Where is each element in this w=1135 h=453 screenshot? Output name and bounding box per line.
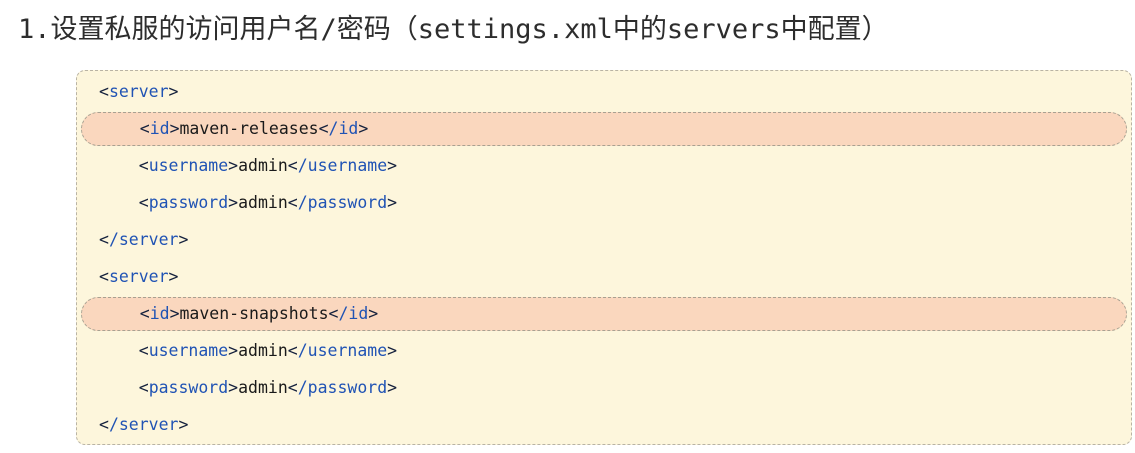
xml-bracket: < (138, 378, 149, 397)
code-line: <username>admin</username> (77, 147, 1131, 184)
xml-bracket: > (168, 267, 179, 286)
xml-tag-name: password (148, 378, 229, 397)
code-indent (99, 156, 139, 175)
xml-bracket: < (138, 341, 149, 360)
xml-bracket: > (387, 156, 398, 175)
xml-tag-name: /id (328, 119, 359, 138)
xml-tag-name: id (149, 119, 170, 138)
xml-bracket: < (287, 193, 298, 212)
xml-bracket: > (368, 304, 379, 323)
code-line: <server> (77, 258, 1131, 295)
xml-tag-name: server (108, 267, 169, 286)
xml-tag-name: server (108, 82, 169, 101)
code-line: <username>admin</username> (77, 332, 1131, 369)
xml-text: maven-snapshots (179, 304, 329, 323)
highlighted-code-line: <id>maven-releases</id> (81, 111, 1127, 146)
xml-bracket: < (138, 193, 149, 212)
xml-code-block: <server> <id>maven-releases</id> <userna… (76, 70, 1132, 445)
xml-tag-name: /username (297, 341, 388, 360)
xml-bracket: < (99, 267, 109, 286)
xml-tag-name: id (149, 304, 170, 323)
xml-bracket: > (358, 119, 369, 138)
xml-bracket: < (287, 378, 298, 397)
xml-bracket: < (99, 230, 109, 249)
xml-bracket: > (387, 341, 398, 360)
xml-bracket: > (387, 193, 398, 212)
xml-tag-name: /server (108, 230, 179, 249)
code-indent (99, 193, 139, 212)
xml-bracket: > (169, 119, 180, 138)
xml-tag-name: username (148, 156, 229, 175)
xml-text: admin (238, 193, 288, 212)
code-line: </server> (77, 221, 1131, 258)
code-line: <password>admin</password> (77, 184, 1131, 221)
code-line: <password>admin</password> (77, 369, 1131, 406)
code-line: <server> (77, 73, 1131, 110)
xml-text: admin (238, 156, 288, 175)
xml-tag-name: username (148, 341, 229, 360)
xml-bracket: > (387, 378, 398, 397)
xml-bracket: < (99, 82, 109, 101)
xml-bracket: > (228, 378, 239, 397)
code-indent (100, 304, 140, 323)
xml-bracket: < (139, 304, 150, 323)
section-title: 1.设置私服的访问用户名/密码（settings.xml中的servers中配置… (18, 14, 889, 45)
code-indent (100, 119, 140, 138)
xml-bracket: > (228, 156, 239, 175)
xml-bracket: < (287, 341, 298, 360)
highlighted-code-line: <id>maven-snapshots</id> (81, 296, 1127, 331)
xml-bracket: < (287, 156, 298, 175)
xml-text: admin (238, 378, 288, 397)
xml-tag-name: /username (297, 156, 388, 175)
xml-bracket: > (168, 82, 179, 101)
code-indent (99, 378, 139, 397)
code-line: </server> (77, 406, 1131, 443)
xml-bracket: > (178, 415, 189, 434)
xml-tag-name: /password (297, 193, 388, 212)
xml-text: admin (238, 341, 288, 360)
xml-tag-name: /server (108, 415, 179, 434)
xml-bracket: > (228, 193, 239, 212)
xml-text: maven-releases (179, 119, 319, 138)
xml-bracket: > (228, 341, 239, 360)
xml-bracket: > (178, 230, 189, 249)
xml-bracket: < (99, 415, 109, 434)
xml-tag-name: /password (297, 378, 388, 397)
code-indent (99, 341, 139, 360)
xml-bracket: < (138, 156, 149, 175)
xml-bracket: < (328, 304, 339, 323)
xml-bracket: > (169, 304, 180, 323)
xml-tag-name: password (148, 193, 229, 212)
xml-bracket: < (318, 119, 329, 138)
xml-tag-name: /id (338, 304, 369, 323)
xml-bracket: < (139, 119, 150, 138)
